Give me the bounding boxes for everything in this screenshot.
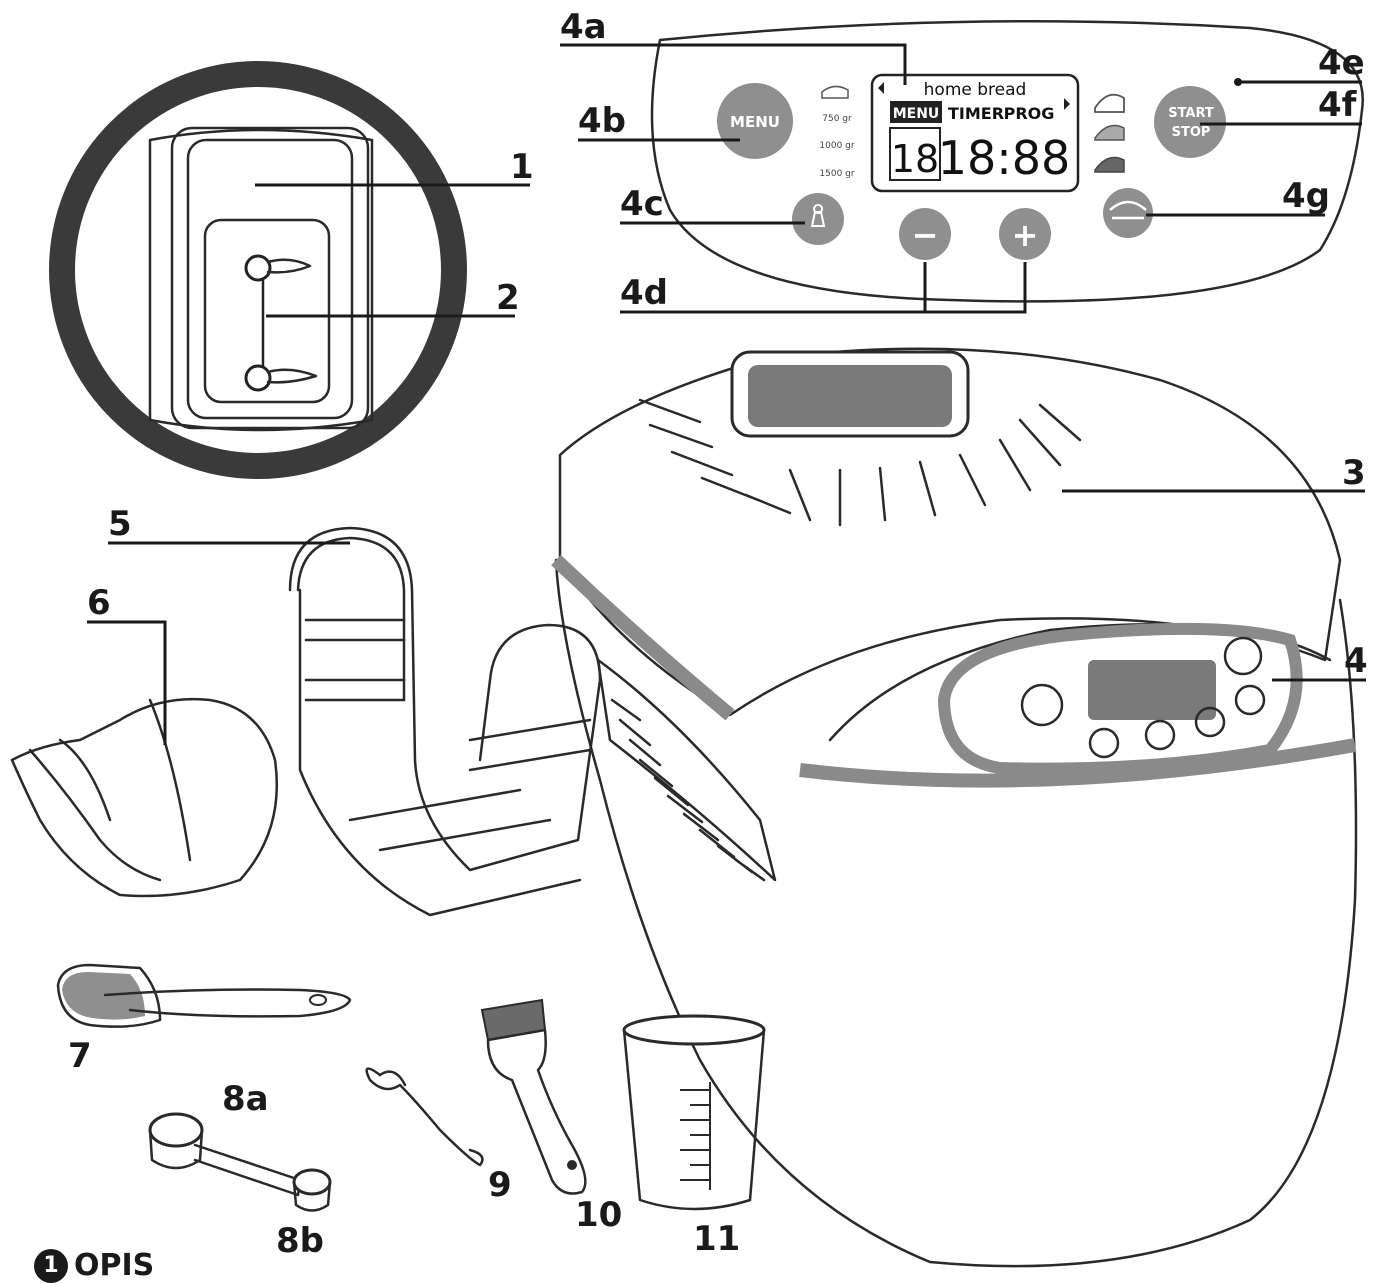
callout-7: 7 [68, 1036, 92, 1076]
callout-4f: 4f [1318, 85, 1358, 125]
crust-dark-icon [1094, 156, 1125, 173]
svg-text:1500 gr: 1500 gr [819, 169, 854, 179]
crust-medium-icon [1094, 124, 1125, 141]
callout-4a: 4a [560, 7, 607, 47]
weight-button[interactable] [792, 193, 844, 245]
lcd-arrow-left-icon [878, 82, 884, 94]
callout-1: 1 [510, 147, 534, 187]
callout-4d: 4d [620, 273, 668, 313]
svg-text:1000 gr: 1000 gr [819, 141, 854, 151]
crust-light-icon [1094, 93, 1125, 113]
body-side [554, 558, 1358, 1268]
callout-6: 6 [87, 583, 111, 623]
minus-button[interactable]: − [899, 208, 951, 260]
crust-indicators [1094, 93, 1125, 173]
start-stop-button[interactable]: START STOP [1154, 86, 1226, 158]
control-panel-closeup: MENU 750 gr 1000 gr 1500 gr home bread M… [560, 20, 1365, 314]
callout-4e: 4e [1318, 43, 1365, 83]
measuring-cup-accessory [622, 1014, 766, 1211]
body-control-panel [937, 622, 1303, 775]
callout-8b: 8b [276, 1221, 324, 1261]
side-vent-panel [596, 658, 777, 882]
lcd-menu-highlight [890, 101, 942, 123]
svg-text:MENU: MENU [730, 113, 780, 131]
crust-button-icon [1109, 200, 1147, 220]
callout-3: 3 [1342, 453, 1366, 493]
section-number-badge: 1 [34, 1248, 68, 1283]
lcd-display: home bread MENU TIMER PROG 18 18:88 [870, 73, 1080, 193]
side-vents [610, 698, 766, 882]
body-lcd [1088, 660, 1216, 720]
callout-4b: 4b [578, 101, 626, 141]
body-accent-stripe [799, 738, 1357, 788]
svg-text:STOP: STOP [1172, 125, 1211, 140]
section-heading: 1 OPIS [34, 1248, 154, 1283]
loaf-tray-accessory [10, 620, 279, 898]
pastry-brush-accessory [480, 998, 587, 1195]
measuring-cup-scale [680, 1089, 710, 1181]
kneading-tool-accessory [56, 963, 352, 1028]
leader-4a [560, 43, 907, 85]
interior-view-circle [49, 61, 530, 479]
lcd-title: home bread [924, 80, 1027, 100]
svg-text:START: START [1168, 106, 1214, 121]
lcd-program-digits: 18 [891, 137, 939, 181]
callout-labels: 4a 4b 4c 4d 4e 4f 4g 1 2 3 4 5 6 7 8a 8b… [68, 7, 1368, 1261]
lcd-arrow-right-icon [1064, 98, 1070, 110]
callout-2: 2 [496, 278, 520, 318]
paddle-removal-hook [365, 1067, 484, 1167]
bread-pan [170, 126, 370, 430]
callout-4: 4 [1344, 641, 1368, 681]
leader-4d [620, 262, 1027, 314]
crust-button[interactable] [1103, 188, 1153, 238]
measuring-spoon-accessory [148, 1112, 332, 1212]
bread-rack-accessory [108, 526, 602, 917]
lcd-prog-label: PROG [1004, 104, 1055, 123]
callout-10: 10 [575, 1195, 622, 1235]
callout-9: 9 [488, 1165, 512, 1205]
plus-button[interactable]: + [999, 208, 1051, 260]
svg-text:−: − [912, 216, 939, 254]
leader-4e-dot [1234, 78, 1242, 86]
lcd-menu-label: MENU [893, 106, 940, 122]
lid-vents [638, 398, 1082, 527]
weight-icon [810, 204, 826, 227]
menu-button[interactable]: MENU [717, 83, 793, 159]
callout-8a: 8a [222, 1079, 269, 1119]
callout-4g: 4g [1282, 176, 1330, 216]
lcd-timer-label: TIMER [948, 104, 1004, 123]
section-title-text: OPIS [74, 1248, 155, 1283]
weight-indicators: 750 gr 1000 gr 1500 gr [819, 85, 855, 179]
loaf-small-icon [821, 85, 849, 99]
callout-5: 5 [108, 504, 132, 544]
lcd-time-digits: 18:88 [938, 131, 1071, 185]
leader-6 [87, 620, 167, 745]
callout-11: 11 [693, 1219, 740, 1259]
viewing-window-glass [748, 365, 952, 427]
kneading-paddles [244, 254, 318, 392]
callout-4c: 4c [620, 184, 664, 224]
svg-text:750 gr: 750 gr [822, 114, 852, 124]
svg-text:+: + [1012, 216, 1039, 254]
bread-maker-body [551, 347, 1366, 1268]
